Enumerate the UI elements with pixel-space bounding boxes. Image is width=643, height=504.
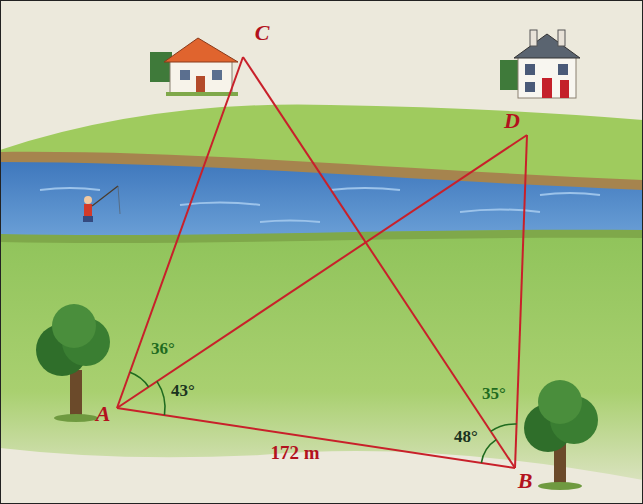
sight-line: [515, 135, 527, 468]
sight-line: [117, 408, 515, 468]
angle-arc: [157, 381, 165, 415]
angle-arc: [130, 372, 149, 387]
left-house: [150, 38, 238, 96]
angle-label: 35°: [482, 385, 506, 404]
point-label: D: [504, 109, 520, 133]
near-bank: [0, 230, 643, 243]
right-tree: [524, 380, 598, 490]
angle-arc: [491, 424, 517, 431]
near-field: [0, 228, 643, 480]
right-house: [500, 30, 580, 98]
point-label: A: [96, 402, 111, 426]
point-label: B: [518, 469, 533, 493]
water-ripples: [40, 188, 600, 222]
angle-label: 43°: [171, 382, 195, 401]
sight-line: [243, 57, 515, 468]
fisherman: [83, 186, 120, 222]
angle-label: 48°: [454, 428, 478, 447]
distance-label: 172 m: [270, 443, 319, 464]
river: [0, 162, 643, 237]
angle-label: 36°: [151, 340, 175, 359]
triangulation-lines: [117, 57, 527, 468]
angle-arc: [481, 440, 496, 463]
sight-line: [117, 57, 243, 408]
point-label: C: [255, 21, 270, 45]
